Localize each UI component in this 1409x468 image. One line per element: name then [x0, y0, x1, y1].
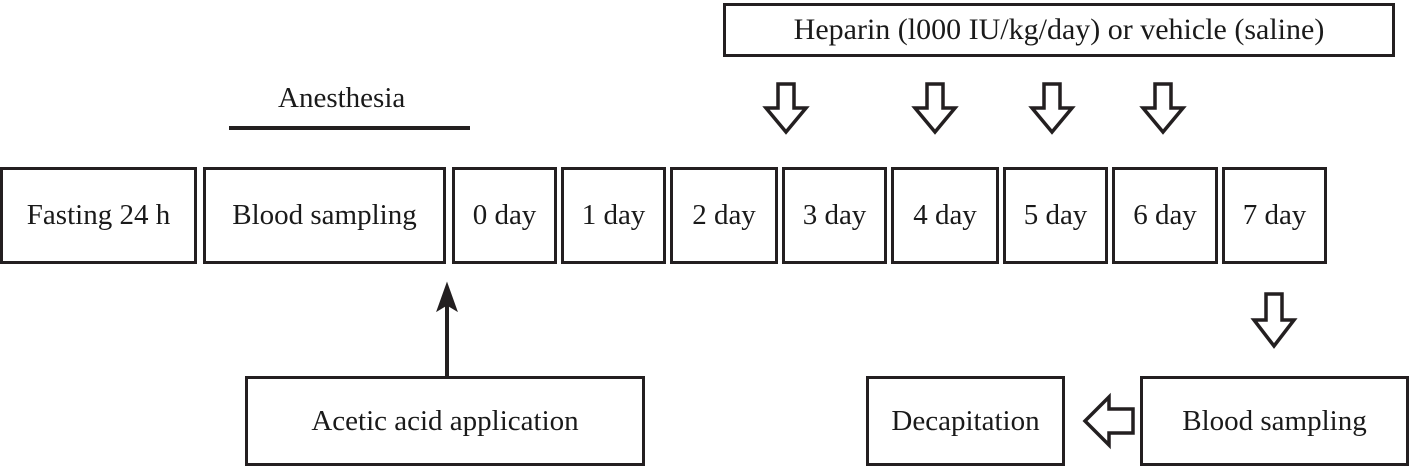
- timeline-cell-label: Fasting 24 h: [26, 199, 171, 231]
- heparin-treatment-label: Heparin (l000 IU/kg/day) or vehicle (sal…: [793, 13, 1325, 46]
- timeline-cell-day-5: 5 day: [1003, 167, 1108, 264]
- decapitation-box: Decapitation: [866, 376, 1065, 466]
- timeline-cell-blood-sampling: Blood sampling: [203, 167, 446, 264]
- timeline-cell-day-6: 6 day: [1112, 167, 1218, 264]
- acetic-acid-box: Acetic acid application: [245, 376, 645, 466]
- decapitation-label: Decapitation: [891, 404, 1040, 437]
- timeline-cell-label: 4 day: [913, 199, 977, 231]
- timeline-cell-label: 5 day: [1023, 199, 1088, 231]
- timeline-cell-label: 6 day: [1133, 199, 1197, 231]
- dose-arrow-down-icon-day6: [1139, 82, 1187, 135]
- timeline-cell-fasting: Fasting 24 h: [0, 167, 197, 264]
- anesthesia-underline: [229, 126, 470, 130]
- dose-arrow-down-icon-day4: [911, 82, 959, 135]
- timeline-cell-day-2: 2 day: [670, 167, 778, 264]
- timeline-cell-day-0: 0 day: [452, 167, 557, 264]
- timeline-cell-label: 1 day: [581, 199, 646, 231]
- final-blood-sampling-box: Blood sampling: [1140, 376, 1409, 466]
- dose-arrow-down-icon-day3: [762, 82, 810, 135]
- timeline-cell-day-3: 3 day: [782, 167, 887, 264]
- timeline-cell-label: 0 day: [472, 199, 537, 231]
- timeline-cell-day-1: 1 day: [561, 167, 666, 264]
- dose-arrow-down-icon-day5: [1028, 82, 1076, 135]
- timeline-cell-label: 2 day: [692, 199, 756, 231]
- timeline-cell-label: 7 day: [1242, 199, 1307, 231]
- timeline-cell-label: Blood sampling: [232, 199, 417, 231]
- heparin-treatment-box: Heparin (l000 IU/kg/day) or vehicle (sal…: [723, 3, 1395, 57]
- timeline-cell-day-7: 7 day: [1222, 167, 1327, 264]
- timeline-cell-label: 3 day: [802, 199, 867, 231]
- acetic-acid-arrow-up-icon: [433, 281, 461, 376]
- final-blood-sampling-label: Blood sampling: [1182, 404, 1367, 437]
- decapitation-arrow-left-icon: [1082, 385, 1135, 457]
- timeline-cell-day-4: 4 day: [891, 167, 999, 264]
- anesthesia-label: Anesthesia: [278, 82, 406, 114]
- terminal-arrow-down-icon: [1250, 292, 1298, 349]
- acetic-acid-label: Acetic acid application: [311, 404, 579, 437]
